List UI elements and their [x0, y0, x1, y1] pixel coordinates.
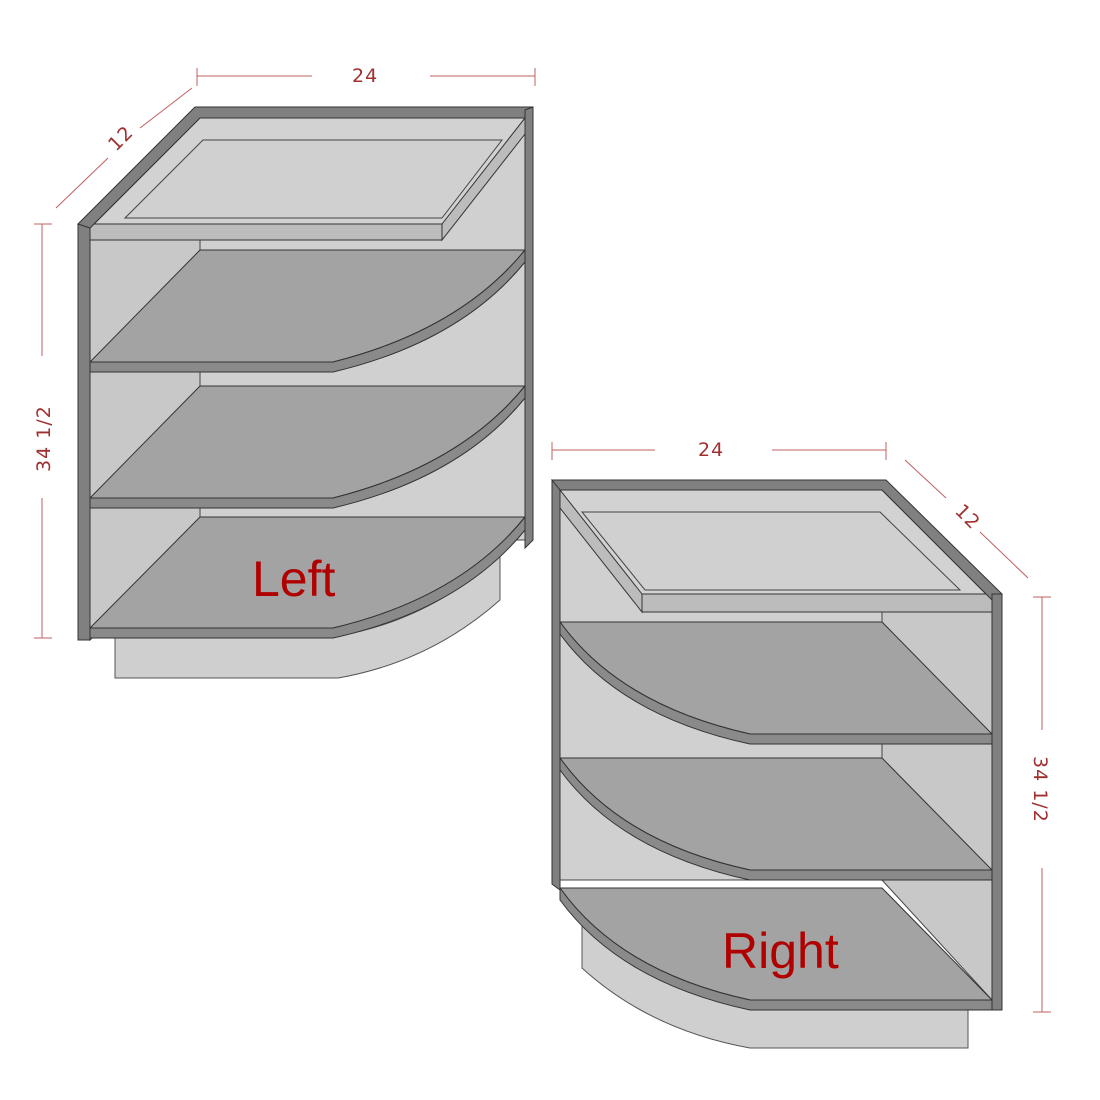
left-height-label: 34 1/2 [33, 405, 55, 472]
right-left-frame [551, 479, 561, 891]
right-side-frame [991, 593, 1003, 1011]
right-width-label: 24 [698, 439, 724, 461]
right-top-lip-front [641, 593, 993, 613]
left-depth-line-b [139, 87, 193, 129]
left-side-frame [77, 223, 91, 641]
left-width-label: 24 [352, 65, 378, 87]
left-top-inner [123, 139, 504, 219]
left-depth-label: 12 [104, 121, 138, 155]
left-toe-kick [114, 553, 501, 679]
right-depth-label: 12 [950, 500, 984, 534]
right-top-inner [580, 511, 962, 591]
left-depth-line-a [55, 157, 109, 209]
right-height-label: 34 1/2 [1029, 756, 1051, 823]
right-cabinet: Right 24 12 34 1/2 [550, 439, 1051, 1049]
left-right-frame [524, 106, 534, 550]
left-cabinet: Left 24 12 34 1/2 [33, 65, 536, 679]
right-depth-line-a [904, 459, 947, 499]
right-cabinet-label: Right [722, 923, 839, 979]
left-cabinet-label: Left [252, 551, 336, 607]
right-depth-line-b [979, 531, 1029, 579]
left-top-lip-front [89, 223, 443, 241]
